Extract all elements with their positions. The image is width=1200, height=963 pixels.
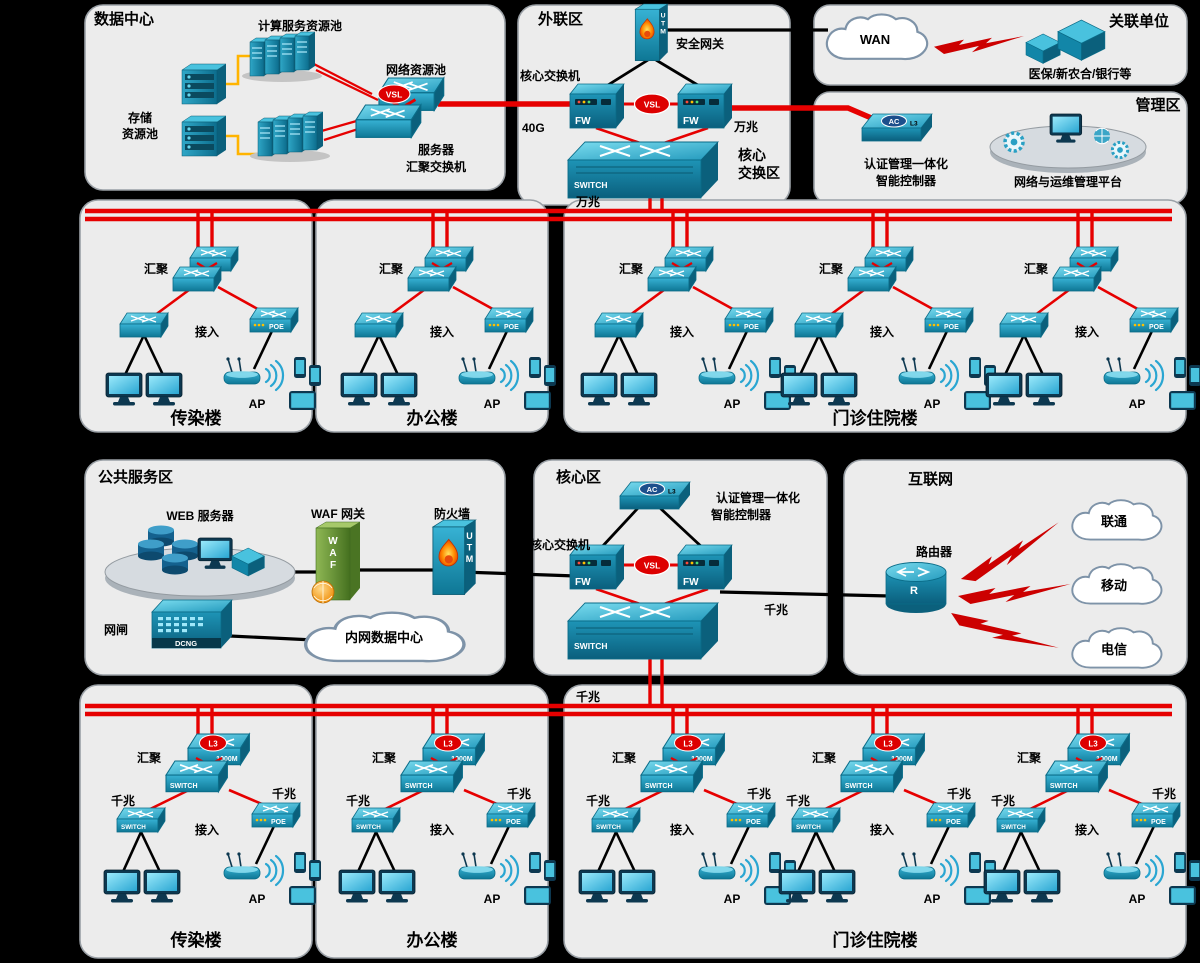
- management-title: 管理区: [1135, 96, 1180, 114]
- vsl-label: VSL: [386, 90, 403, 100]
- core-title: 核心区: [556, 468, 601, 486]
- waf-gateway-label: WAF 网关: [311, 506, 365, 521]
- core-gig-label: 千兆: [764, 602, 788, 617]
- storage-pool-label-2: 资源池: [122, 126, 158, 141]
- firewall-label: 防火墙: [434, 506, 470, 521]
- link-core-router: [719, 590, 891, 598]
- core-area-label-1: 核心: [738, 147, 766, 163]
- auth-controller-core: [619, 481, 691, 510]
- partners-members-label: 医保/新农合/银行等: [1029, 66, 1132, 81]
- auth-controller-mgmt: [861, 113, 933, 142]
- building-btm-2-name: 办公楼: [407, 930, 458, 950]
- bus-top-speed-label: 万兆: [575, 194, 600, 209]
- compute-pool-servers: [242, 32, 322, 82]
- internet-title: 互联网: [908, 471, 953, 488]
- core-controller-label-2: 智能控制器: [710, 507, 772, 522]
- waf-gateway: [311, 521, 361, 604]
- compute-pool-servers-2: [250, 112, 330, 162]
- server-agg-label-2: 汇聚交换机: [406, 159, 466, 174]
- core-controller-label-1: 认证管理一体化: [716, 490, 800, 505]
- building-mid-2-name: 办公楼: [407, 408, 458, 428]
- datacenter-title: 数据中心: [94, 10, 154, 28]
- security-gateway-utm: [634, 3, 669, 62]
- connectors: [85, 28, 1172, 717]
- network-gap-label: 网闸: [104, 622, 128, 637]
- public-service-title: 公共服务区: [98, 468, 173, 486]
- core-switch-label-top: 核心交换机: [520, 68, 580, 83]
- bus-top: [85, 208, 1172, 222]
- storage-unit-1: [181, 63, 227, 105]
- building-btm-3-name: 门诊住院楼: [833, 930, 918, 950]
- mgmt-controller-label-1: 认证管理一体化: [864, 156, 948, 171]
- storage-pool-label-1: 存储: [127, 110, 152, 125]
- network-gap-device: [151, 599, 233, 649]
- building-mid-1-name: 传染楼: [170, 408, 222, 428]
- link-10g-label: 万兆: [733, 119, 758, 134]
- isp-unicom-label: 联通: [1101, 514, 1127, 529]
- ops-platform-label: 网络与运维管理平台: [1014, 174, 1122, 189]
- devices: VSL: [104, 3, 1200, 906]
- core-area-label-2: 交换区: [738, 165, 780, 181]
- router-name-label: 路由器: [916, 544, 953, 559]
- internet-router: [885, 561, 947, 614]
- building-mid-3-name: 门诊住院楼: [833, 408, 918, 428]
- server-agg-label-1: 服务器: [418, 142, 455, 157]
- wan-label: WAN: [860, 32, 890, 47]
- public-firewall-utm: [432, 519, 477, 596]
- compute-pool-label: 计算服务资源池: [258, 18, 342, 33]
- external-title: 外联区: [537, 10, 583, 28]
- security-gateway-label: 安全网关: [676, 36, 724, 51]
- link-core-mgmt-10g: [714, 105, 878, 123]
- core-switch-label-bottom: 核心交换机: [530, 537, 590, 552]
- labels: 数据中心 计算服务资源池 网络资源池 存储 资源池 服务器 汇聚交换机 外联区 …: [94, 10, 1181, 950]
- intranet-cloud-label: 内网数据中心: [345, 630, 423, 645]
- bus-bottom: [85, 703, 1172, 717]
- link-40g-label: 40G: [522, 121, 545, 135]
- web-server-label: WEB 服务器: [166, 508, 234, 523]
- partners-title: 关联单位: [1109, 12, 1169, 30]
- mgmt-controller-label-2: 智能控制器: [875, 173, 937, 188]
- isp-mobile-label: 移动: [1101, 578, 1127, 593]
- isp-telecom-label: 电信: [1101, 642, 1127, 657]
- link-gap-intranet: [229, 634, 315, 642]
- building-btm-1-name: 传染楼: [170, 930, 222, 950]
- link-firewall-core: [461, 570, 577, 578]
- storage-unit-2: [181, 115, 227, 157]
- network-pool-label: 网络资源池: [386, 62, 446, 77]
- vsl-badge: [377, 84, 411, 104]
- bus-bottom-speed-label: 千兆: [576, 689, 600, 704]
